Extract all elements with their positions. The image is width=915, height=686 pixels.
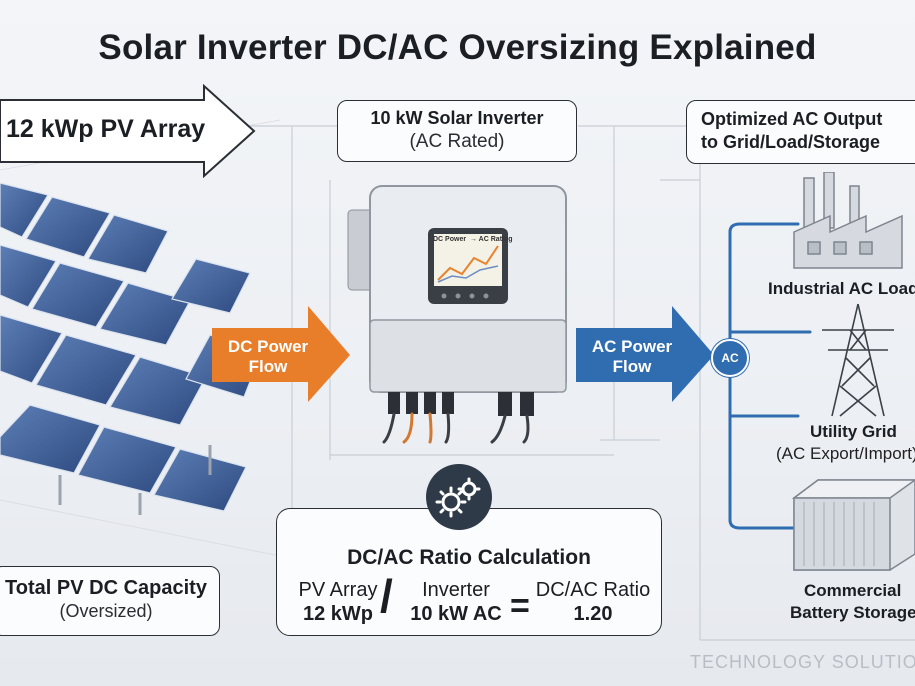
ac-flow-label: AC Power Flow	[591, 337, 673, 376]
denominator-block: Inverter 10 kW AC	[404, 578, 508, 626]
inverter-screen-left: DC Power	[433, 236, 467, 243]
capacity-sublabel: (Oversized)	[59, 601, 153, 621]
inverter-label: 10 kW Solar Inverter	[370, 108, 544, 128]
division-slash: /	[380, 570, 393, 622]
ac-bus-node: AC	[711, 339, 749, 377]
output-label-line2: to Grid/Load/Storage	[701, 132, 881, 152]
capacity-label: Total PV DC Capacity	[5, 577, 207, 599]
destination-label-grid: Utility Grid	[810, 422, 897, 441]
inverter-label-box: 10 kW Solar Inverter (AC Rated)	[337, 100, 577, 162]
factory-icon	[793, 172, 903, 269]
dc-flow-label: DC Power Flow	[227, 337, 309, 376]
page-title: Solar Inverter DC/AC Oversizing Explaine…	[98, 28, 817, 67]
denominator-label: Inverter	[422, 579, 490, 601]
equals-sign: =	[510, 587, 530, 625]
destination-label-battery: Commercial	[804, 581, 902, 600]
result-block: DC/AC Ratio 1.20	[530, 578, 656, 626]
numerator-block: PV Array 12 kWp	[288, 578, 388, 626]
denominator-value: 10 kW AC	[410, 603, 502, 625]
result-value: 1.20	[573, 603, 613, 625]
calculation-title: DC/AC Ratio Calculation	[347, 546, 591, 569]
numerator-value: 12 kWp	[302, 603, 374, 625]
watermark-text: TECHNOLOGY SOLUTIONS	[690, 652, 915, 672]
destination-sublabel-grid: (AC Export/Import)	[776, 444, 915, 463]
pv-array-arrow	[0, 84, 256, 178]
inverter-screen-right: → AC Rating	[470, 236, 513, 243]
transmission-tower-icon	[822, 303, 894, 417]
destination-label-industrial: Industrial AC Load	[768, 279, 915, 298]
battery-storage-container-icon	[791, 479, 915, 571]
output-label-line1: Optimized AC Output	[701, 109, 883, 129]
gears-icon	[426, 464, 492, 530]
destination-sublabel-battery: Battery Storage	[790, 603, 915, 622]
solar-inverter-illustration	[347, 185, 567, 444]
output-label-box: Optimized AC Output to Grid/Load/Storage	[686, 100, 915, 164]
calculation-box	[276, 508, 662, 636]
numerator-label: PV Array	[298, 579, 378, 601]
inverter-sublabel: (AC Rated)	[409, 131, 505, 152]
pv-array-label: 12 kWp PV Array	[6, 115, 206, 143]
dc-power-flow-arrow	[212, 306, 350, 402]
ac-power-flow-arrow	[576, 306, 714, 402]
result-label: DC/AC Ratio	[535, 579, 651, 601]
capacity-label-box: Total PV DC Capacity (Oversized)	[0, 566, 220, 636]
